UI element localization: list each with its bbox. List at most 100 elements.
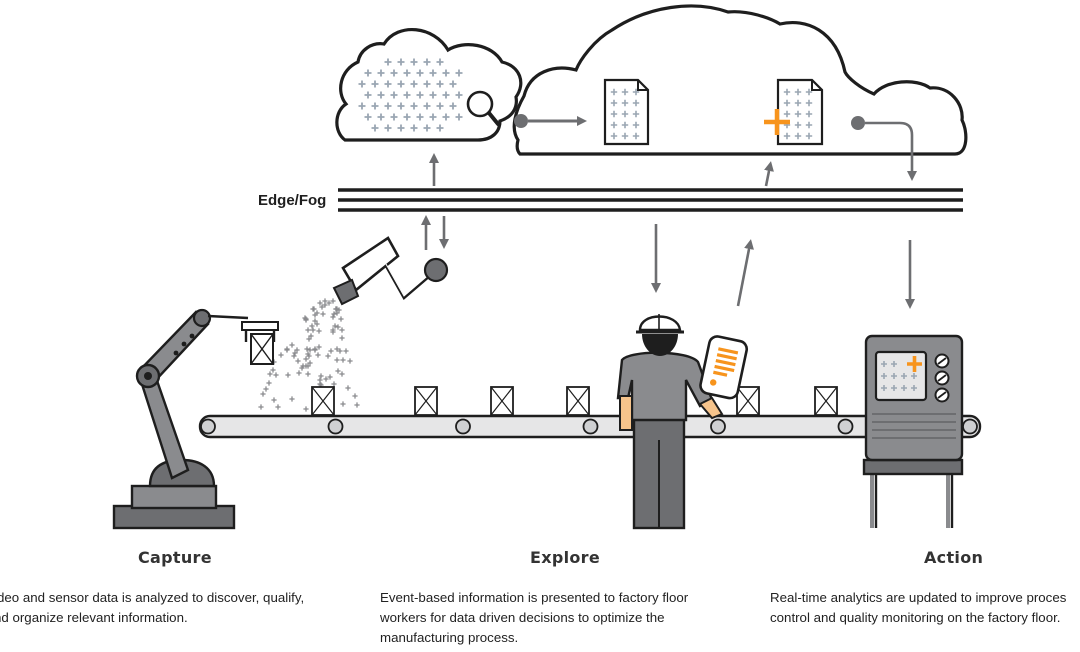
data-point-plus [303, 316, 309, 322]
data-point-plus [384, 58, 392, 66]
data-point-plus [273, 372, 279, 378]
data-point-plus [343, 348, 349, 354]
data-point-plus [338, 316, 344, 322]
data-point-plus [295, 358, 301, 364]
data-point-plus [340, 401, 346, 407]
data-point-plus [410, 124, 418, 132]
data-point-plus [358, 102, 366, 110]
data-point-plus [442, 91, 450, 99]
capture-line-1: ideo and sensor data is analyzed to disc… [0, 590, 305, 605]
data-point-plus [320, 311, 326, 317]
data-point-plus [632, 121, 640, 129]
data-point-plus [442, 69, 450, 77]
data-point-plus [805, 110, 813, 118]
data-point-plus [352, 393, 358, 399]
data-point-plus [285, 372, 291, 378]
data-point-plus [390, 91, 398, 99]
data-point-plus [610, 110, 618, 118]
data-point-plus [911, 373, 917, 379]
data-point-plus [305, 371, 311, 377]
data-point-plus [278, 352, 284, 358]
right-cloud-icon [512, 4, 968, 156]
sensor-data-spray [258, 298, 360, 412]
data-point-plus [334, 346, 340, 352]
data-point-plus [314, 321, 320, 327]
edge-fog-layer [338, 188, 963, 212]
data-point-plus [325, 353, 331, 359]
data-point-plus [335, 324, 341, 330]
data-point-plus [621, 121, 629, 129]
data-point-plus [610, 132, 618, 140]
data-point-plus [455, 113, 463, 121]
data-point-plus [436, 58, 444, 66]
data-point-plus [901, 373, 907, 379]
data-point-plus [296, 370, 302, 376]
control-panel-icon [862, 334, 964, 528]
data-point-plus [345, 385, 351, 391]
data-point-plus [429, 69, 437, 77]
data-point-plus [891, 373, 897, 379]
package-box [814, 386, 838, 416]
data-point-plus [805, 99, 813, 107]
data-point-plus [315, 352, 321, 358]
data-point-plus [423, 124, 431, 132]
data-point-plus [805, 132, 813, 140]
data-point-plus [289, 396, 295, 402]
action-line-2: control and quality monitoring on the fa… [770, 610, 1061, 625]
data-point-plus [881, 373, 887, 379]
roller [962, 418, 978, 435]
data-point-plus [901, 385, 907, 391]
capture-description: ideo and sensor data is analyzed to disc… [0, 588, 339, 628]
roller [582, 418, 599, 435]
data-point-plus [294, 347, 300, 353]
data-point-plus [339, 371, 345, 377]
package-box [311, 386, 335, 416]
data-point-plus [337, 348, 343, 354]
data-point-plus [881, 361, 887, 367]
data-point-plus [377, 113, 385, 121]
roller [710, 418, 726, 435]
data-point-plus [423, 80, 431, 88]
data-point-plus [632, 110, 640, 118]
data-point-plus [291, 353, 297, 359]
package-box [414, 386, 438, 416]
data-point-plus [312, 312, 318, 318]
data-point-plus [364, 113, 372, 121]
action-description: Real-time analytics are updated to impro… [770, 588, 1080, 628]
data-point-plus [429, 91, 437, 99]
data-point-plus [610, 121, 618, 129]
cloud-data-points [358, 58, 463, 132]
data-point-plus [455, 91, 463, 99]
package-box [490, 386, 514, 416]
data-point-plus [267, 371, 273, 377]
data-point-plus [364, 69, 372, 77]
data-point-plus [632, 132, 640, 140]
data-point-plus [364, 91, 372, 99]
data-point-plus [330, 327, 336, 333]
data-point-plus [309, 323, 315, 329]
conveyor-belt-icon [198, 386, 982, 439]
edge-fog-label: Edge/Fog [258, 192, 327, 209]
data-point-plus [397, 124, 405, 132]
data-point-plus [334, 310, 340, 316]
data-point-plus [911, 385, 917, 391]
data-point-plus [377, 69, 385, 77]
data-point-plus [289, 342, 295, 348]
document-icon [764, 78, 824, 146]
data-point-plus [632, 99, 640, 107]
explore-column: Explore Event-based information is prese… [0, 548, 1080, 652]
data-point-plus [384, 102, 392, 110]
explore-title: Explore [530, 548, 601, 567]
data-point-plus [323, 376, 329, 382]
data-point-plus [449, 80, 457, 88]
data-point-plus [312, 318, 318, 324]
data-point-plus [610, 99, 618, 107]
data-point-plus [410, 58, 418, 66]
data-point-plus [319, 304, 325, 310]
data-point-plus [270, 367, 276, 373]
data-point-plus [794, 132, 802, 140]
security-camera-icon [332, 236, 449, 306]
data-point-plus [331, 311, 337, 317]
data-point-plus [330, 314, 336, 320]
